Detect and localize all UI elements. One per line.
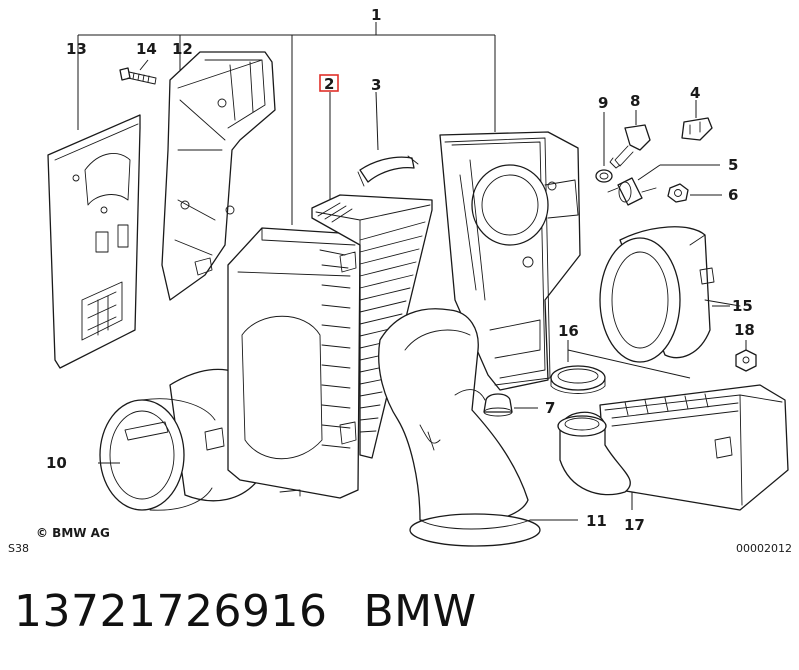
callout-3: 3: [371, 76, 381, 94]
part-13-side-panel: [47, 114, 141, 369]
callout-16: 16: [558, 322, 579, 340]
part-2-filter-element: [311, 194, 433, 459]
brand-name: BMW: [363, 586, 477, 637]
callout-18: 18: [734, 321, 755, 339]
part-7-grommet: [483, 393, 538, 417]
callout-1-bracket: [77, 22, 496, 225]
part-14-screw: [119, 67, 157, 85]
parts-diagram: 1 2 3 4 5 6 7 8 9 10 11 12 13 14 15 16 1…: [8, 6, 792, 555]
callout-15: 15: [732, 297, 753, 315]
part-12-bracket: [161, 51, 276, 301]
callout-7: 7: [545, 399, 555, 417]
part-6-nut: [667, 183, 722, 203]
callout-4: 4: [690, 84, 700, 102]
part-15-intake-duct: [599, 226, 741, 363]
caption: 13721726916 BMW: [14, 586, 477, 637]
part-5-rubber-mount: [607, 164, 720, 206]
callout-8: 8: [630, 92, 640, 110]
callout-6: 6: [728, 186, 738, 204]
callout-5: 5: [728, 156, 738, 174]
callout-2-highlight: [319, 74, 339, 92]
part-9-sealing-ring: [595, 112, 613, 183]
callout-14: 14: [136, 40, 157, 58]
callout-13: 13: [66, 40, 87, 58]
callout-9: 9: [598, 94, 608, 112]
part-16-seal: [550, 340, 691, 394]
callout-17: 17: [624, 516, 645, 534]
housing-lower: [227, 227, 361, 499]
callout-12: 12: [172, 40, 193, 58]
part-11-rubber-boot: [378, 308, 578, 547]
callout-10: 10: [46, 454, 67, 472]
callout-2: 2: [324, 75, 334, 93]
drawing-number: 00002012: [736, 542, 792, 555]
part-1-housing-upper: [439, 131, 581, 391]
copyright-text: © BMW AG: [36, 526, 110, 540]
callout-11: 11: [586, 512, 607, 530]
part-number: 13721726916: [14, 586, 328, 637]
part-4-clamp: [681, 100, 713, 141]
part-8-sensor: [609, 110, 651, 169]
part-3-clip: [357, 91, 419, 187]
callout-14-leader: [139, 59, 149, 71]
part-18-nut: [735, 340, 757, 372]
sheet-code: S38: [8, 542, 29, 555]
callout-1: 1: [371, 6, 381, 24]
part-17-silencer: [557, 384, 789, 511]
